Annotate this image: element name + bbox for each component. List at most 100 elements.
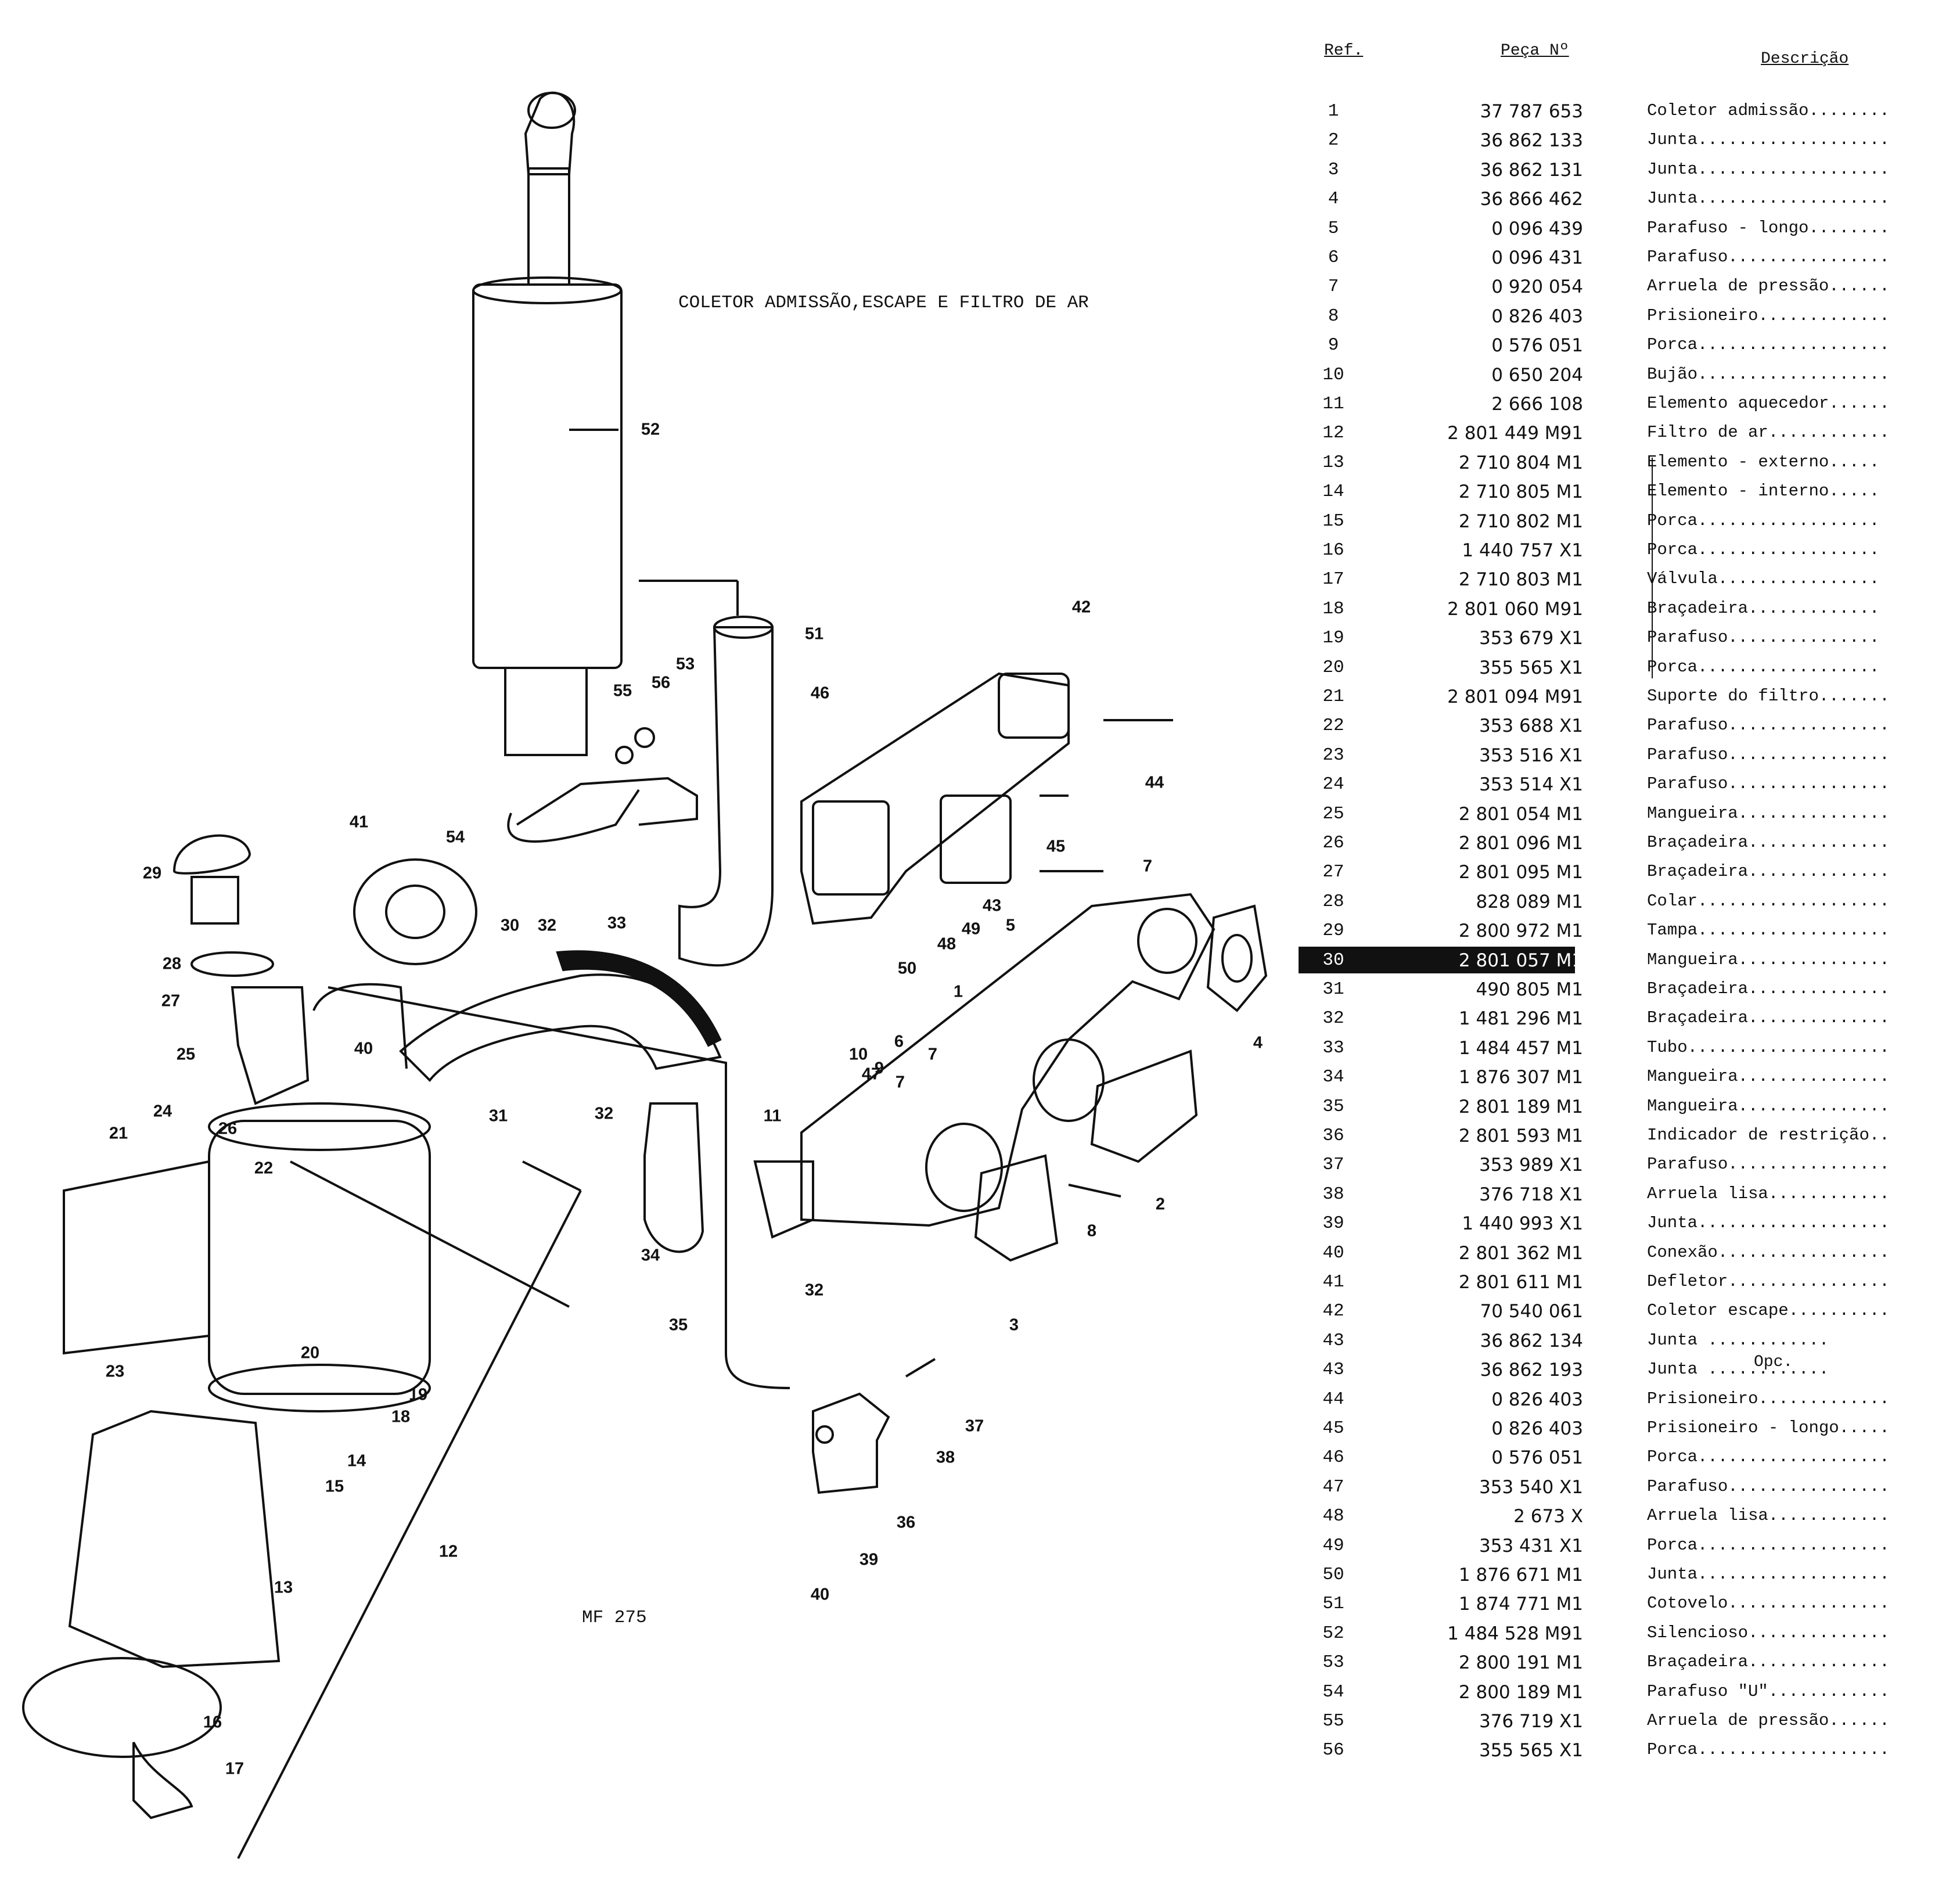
part-number-cell: 1 481 296 M1 xyxy=(1458,1008,1583,1030)
description-cell: Braçadeira.............. xyxy=(1647,1008,1890,1028)
ref-cell: 28 xyxy=(1322,891,1344,912)
part-number-cell: 1 440 993 X1 xyxy=(1462,1213,1583,1235)
exploded-parts-diagram: COLETOR ADMISSÃO,ESCAPE E FILTRO DE AR M… xyxy=(22,91,1268,1859)
ref-cell: 47 xyxy=(1322,1476,1344,1497)
ref-cell: 12 xyxy=(1322,423,1344,444)
callout-12: 12 xyxy=(438,1542,458,1561)
ref-cell: 35 xyxy=(1322,1096,1344,1117)
part-number-cell: 2 666 108 xyxy=(1491,394,1583,415)
description-cell: Parafuso................ xyxy=(1647,774,1890,794)
description-cell: Porca.................. xyxy=(1647,511,1880,530)
u-bolt-drawing xyxy=(507,580,739,843)
callout-31: 31 xyxy=(488,1106,508,1126)
ref-cell: 54 xyxy=(1322,1681,1344,1702)
ref-cell: 10 xyxy=(1322,364,1344,385)
callout-52: 52 xyxy=(641,420,660,439)
part-number-cell: 2 800 189 M1 xyxy=(1458,1681,1583,1703)
callout-17: 17 xyxy=(225,1759,244,1778)
callout-4: 4 xyxy=(1253,1033,1263,1052)
ref-cell: 13 xyxy=(1322,452,1344,473)
ref-cell: 40 xyxy=(1322,1242,1344,1263)
callout-8: 8 xyxy=(1087,1221,1097,1241)
ref-cell: 20 xyxy=(1322,657,1344,678)
callout-18: 18 xyxy=(391,1407,411,1426)
callout-13: 13 xyxy=(274,1578,293,1597)
description-cell: Parafuso - longo........ xyxy=(1647,218,1890,238)
diagram-title: COLETOR ADMISSÃO,ESCAPE E FILTRO DE AR xyxy=(678,293,1089,313)
callout-29: 29 xyxy=(142,864,162,883)
description-cell: Defletor................ xyxy=(1647,1272,1890,1291)
callout-32-mid: 32 xyxy=(594,1104,614,1123)
part-number-cell: 353 989 X1 xyxy=(1479,1155,1583,1176)
callout-7-low: 7 xyxy=(895,1073,905,1092)
description-cell: Mangueira............... xyxy=(1647,950,1890,969)
ref-cell: 5 xyxy=(1328,218,1339,239)
ref-cell: 51 xyxy=(1322,1594,1344,1615)
part-number-cell: 2 710 802 M1 xyxy=(1458,511,1583,532)
ref-cell: 27 xyxy=(1322,862,1344,883)
description-cell: Suporte do filtro....... xyxy=(1647,686,1890,706)
part-number-cell: 376 718 X1 xyxy=(1479,1184,1583,1205)
ref-cell: 9 xyxy=(1328,335,1339,356)
callout-56: 56 xyxy=(651,673,671,692)
callout-46: 46 xyxy=(810,684,830,703)
callout-51: 51 xyxy=(804,624,824,643)
ref-cell: 34 xyxy=(1322,1067,1344,1088)
part-number-cell: 0 650 204 xyxy=(1491,364,1583,386)
ref-cell: 7 xyxy=(1328,276,1339,297)
ref-cell: 39 xyxy=(1322,1213,1344,1234)
ref-cell: 14 xyxy=(1322,481,1344,502)
description-cell: Cotovelo................ xyxy=(1647,1594,1890,1613)
description-cell: Junta................... xyxy=(1647,189,1890,208)
ref-cell: 37 xyxy=(1322,1155,1344,1175)
callout-48: 48 xyxy=(937,934,956,954)
description-cell: Junta................... xyxy=(1647,130,1890,150)
elbow-drawing xyxy=(678,616,774,967)
ref-cell: 32 xyxy=(1322,1008,1344,1029)
ref-cell: 21 xyxy=(1322,686,1344,707)
part-number-cell: 490 805 M1 xyxy=(1476,979,1583,1000)
callout-10: 10 xyxy=(848,1045,868,1064)
description-cell: Coletor admissão........ xyxy=(1647,101,1890,120)
deflector-drawing xyxy=(353,858,477,965)
description-cell: Porca................... xyxy=(1647,1447,1890,1467)
part-number-cell: 353 688 X1 xyxy=(1479,716,1583,737)
description-cell: Porca................... xyxy=(1647,1535,1890,1555)
callout-25: 25 xyxy=(176,1045,196,1064)
description-cell: Arruela lisa............ xyxy=(1647,1184,1890,1203)
ref-cell: 50 xyxy=(1322,1565,1344,1585)
callout-9: 9 xyxy=(874,1059,884,1078)
callout-44: 44 xyxy=(1145,773,1164,792)
part-number-cell: 355 565 X1 xyxy=(1479,657,1583,678)
description-cell: Elemento - interno..... xyxy=(1647,481,1880,501)
ref-cell: 16 xyxy=(1322,540,1344,560)
ref-cell: 15 xyxy=(1322,511,1344,531)
ref-cell: 17 xyxy=(1322,569,1344,590)
description-cell: Coletor escape.......... xyxy=(1647,1301,1890,1321)
callout-43: 43 xyxy=(982,896,1002,915)
model-label: MF 275 xyxy=(582,1608,647,1628)
diagram-drawing xyxy=(22,91,1268,1859)
exhaust-manifold-drawing xyxy=(800,672,1173,925)
callout-27: 27 xyxy=(161,991,181,1011)
table-row: 32 1 481 296 M1 Braçadeira.............. xyxy=(1299,1005,1947,1031)
